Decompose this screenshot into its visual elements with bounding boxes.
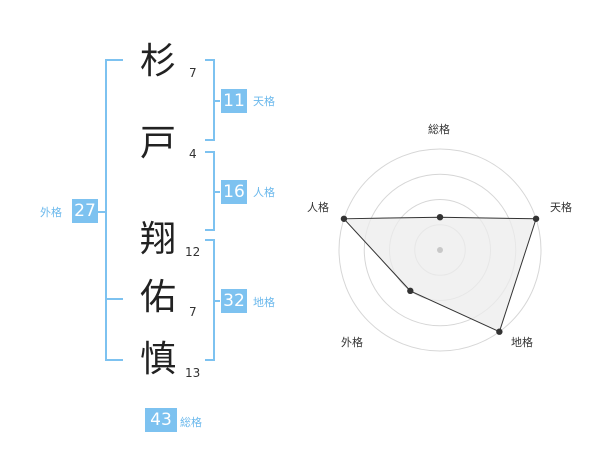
chikaku-label: 地格 (253, 296, 275, 309)
jinkaku-badge: 16 (221, 180, 247, 204)
gaikaku-badge: 27 (72, 199, 98, 223)
soukaku-badge: 43 (145, 408, 177, 432)
name-char-4: 佑 (139, 277, 176, 318)
radar-data-polygon (342, 216, 537, 333)
name-char-2: 戸 (139, 123, 176, 164)
stroke-count-3: 12 (185, 245, 201, 259)
stroke-count-2: 4 (189, 147, 197, 161)
stroke-count-5: 13 (185, 366, 201, 380)
radar-point-1 (436, 213, 444, 221)
name-char-1: 杉 (139, 41, 176, 82)
radar-grid-ring (338, 148, 542, 352)
gaikaku-label: 外格 (40, 206, 62, 219)
radar-axis-label-soukaku: 総格 (428, 123, 450, 136)
gaikaku-bracket (105, 59, 123, 361)
stroke-count-4: 7 (189, 305, 197, 319)
name-char-3: 翔 (139, 219, 176, 260)
jinkaku-label: 人格 (253, 186, 275, 199)
radar-point-2 (532, 215, 540, 222)
radar-point-3 (496, 328, 503, 335)
stroke-count-1: 7 (189, 66, 197, 80)
radar-point-4 (407, 287, 414, 295)
radar-center-dot (437, 247, 443, 253)
tenkaku-badge: 11 (221, 89, 247, 113)
chikaku-badge: 32 (221, 289, 247, 313)
tenkaku-label: 天格 (253, 95, 275, 108)
soukaku-label: 総格 (180, 416, 202, 429)
radar-point-5 (340, 215, 348, 222)
radar-axis-label-jinkaku: 人格 (307, 201, 329, 214)
name-char-5: 慎 (139, 339, 176, 380)
radar-axis-label-tenkaku: 天格 (550, 201, 572, 214)
radar-axis-label-gaikaku: 外格 (341, 336, 363, 349)
radar-axis-label-chikaku: 地格 (511, 336, 533, 349)
